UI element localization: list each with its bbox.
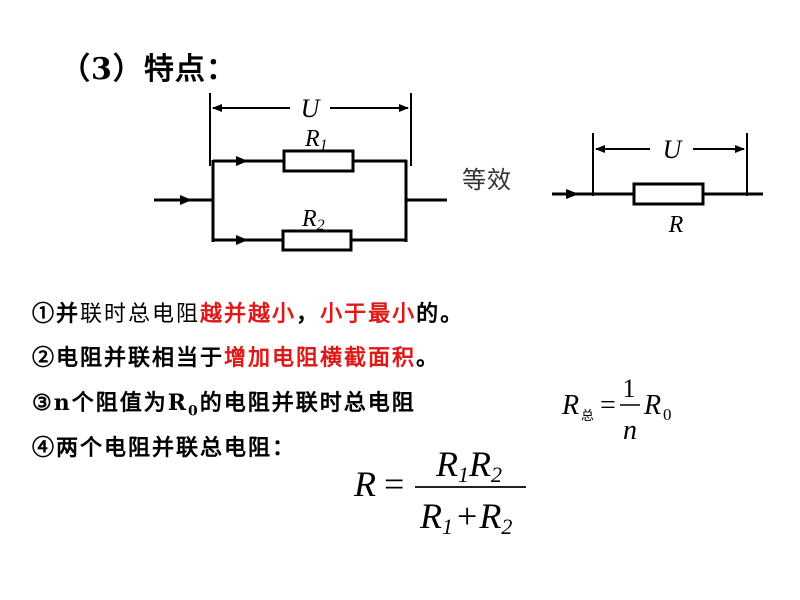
highlight-text: 小于最小 — [320, 301, 417, 327]
section-heading: （3）特点： — [60, 52, 237, 87]
text-segment: 电阻并联相当于 — [56, 345, 225, 371]
r-label: R — [668, 212, 684, 238]
point-1: ①并联时总电阻越并越小，小于最小的。 — [32, 296, 464, 328]
parallel-circuit: U R1 R2 — [154, 93, 447, 252]
point-marker: ① — [32, 301, 57, 327]
text-segment: 联时总电阻 — [80, 302, 201, 327]
r1-label: R1 — [304, 126, 328, 154]
formula-equals: = — [600, 390, 616, 421]
text-segment: 两个电阻并联总电阻： — [56, 435, 297, 461]
text-segment: 的电阻并联时总电阻 — [199, 390, 416, 416]
point-4: ④两个电阻并联总电阻： — [32, 430, 296, 462]
highlight-text: 越并越小 — [200, 301, 297, 327]
text-segment: 并 — [56, 301, 81, 327]
text-segment: ， — [296, 301, 321, 327]
formula-numerator: R1R2 — [435, 444, 502, 487]
current-arrow-icon — [236, 156, 248, 166]
point-marker: ④ — [32, 435, 57, 461]
point-3: ③n个阻值为R0的电阻并联时总电阻 — [32, 385, 416, 419]
resistor-r1 — [282, 149, 355, 173]
text-segment: 的。 — [416, 301, 465, 327]
formula-equals: = — [384, 464, 404, 504]
voltage-label: U — [301, 94, 322, 123]
current-arrow-icon — [180, 195, 192, 205]
formula-symbol: R — [643, 390, 661, 421]
point-marker: ② — [32, 345, 57, 371]
resistor-r — [632, 182, 705, 206]
formula-symbol: R — [561, 390, 579, 421]
current-arrow-icon — [236, 235, 248, 245]
formula-subscript: 总 — [581, 408, 594, 423]
subscript: 0 — [188, 403, 200, 420]
r2-label: R2 — [301, 206, 325, 234]
formula-numerator: 1 — [623, 374, 636, 403]
point-2: ②电阻并联相当于增加电阻横截面积。 — [32, 340, 440, 372]
formula-two-resistors: R = R1R2 R1+R2 — [353, 444, 526, 539]
formula-n-resistors: R 总 = 1 n R 0 — [561, 374, 672, 446]
text-segment: n个阻值为R — [53, 390, 189, 416]
formula-denominator: n — [623, 415, 637, 446]
formula-denominator: R1+R2 — [419, 496, 512, 539]
text-segment: 。 — [416, 345, 441, 371]
equivalent-circuit: U R — [552, 133, 763, 238]
equivalent-label: 等效 — [462, 166, 512, 194]
current-arrow-icon — [566, 189, 579, 199]
formula-subscript: 0 — [663, 405, 672, 424]
voltage-label: U — [663, 135, 684, 164]
point-marker: ③ — [32, 390, 54, 416]
formula-symbol: R — [353, 464, 376, 504]
highlight-text: 增加电阻横截面积 — [224, 345, 417, 371]
